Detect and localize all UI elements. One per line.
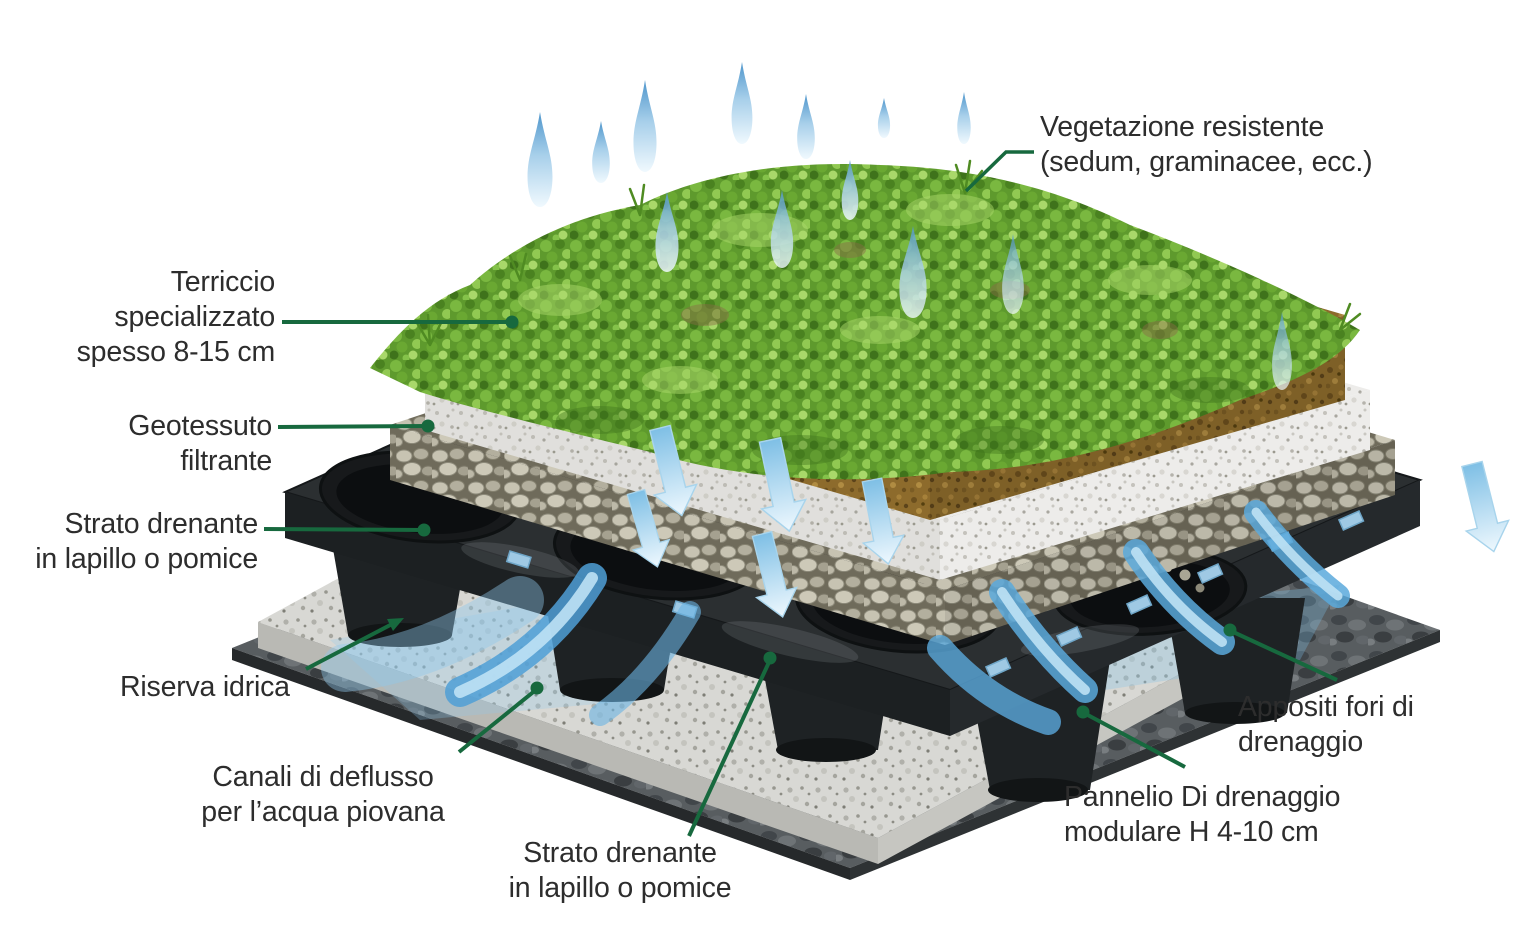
label-runoff-channels: Canali di deflusso per l’acqua piovana xyxy=(201,761,445,828)
raindrop-icon xyxy=(957,92,971,144)
label-water-reserve: Riserva idrica xyxy=(120,671,290,703)
water-down-arrow-icon xyxy=(1450,458,1516,558)
leader-drainage-panel xyxy=(1083,711,1186,769)
raindrop-icon xyxy=(633,80,657,172)
leader-water-reserve xyxy=(305,620,397,671)
label-substrate: Terriccio specializzato spesso 8-15 cm xyxy=(76,266,276,368)
grass-tufts xyxy=(414,159,1362,347)
label-drainage-layer-bottom: Strato drenante in lapillo o pomice xyxy=(508,837,732,904)
raindrop-icon xyxy=(797,94,815,159)
leader-drainage-layer-side xyxy=(263,527,425,532)
raindrop-icon xyxy=(877,98,891,138)
label-drainage-holes: Appositi fori di drenaggio xyxy=(1238,691,1414,758)
leader-dot xyxy=(1223,623,1237,637)
leader-runoff-channels xyxy=(457,687,539,754)
leader-drainage-layer-bottom xyxy=(687,659,772,837)
vegetation-layer xyxy=(370,159,1362,480)
leader-dot xyxy=(763,651,777,665)
leader-arrowhead-icon xyxy=(387,618,404,631)
label-drainage-panel: Pannelio Di drenaggio modulare H 4-10 cm xyxy=(1064,781,1341,848)
leader-drainage-holes xyxy=(1230,629,1338,682)
label-geotextile: Geotessuto filtrante xyxy=(128,410,272,477)
raindrop-icon xyxy=(731,62,753,144)
leader-dot xyxy=(417,523,431,537)
leader-lines xyxy=(263,150,1338,837)
leader-dot xyxy=(421,419,435,433)
leader-vegetation xyxy=(964,150,1034,193)
raindrop-icon xyxy=(592,121,610,183)
raindrop-icon xyxy=(527,112,553,207)
label-drainage-layer-side: Strato drenante in lapillo o pomice xyxy=(35,508,258,575)
leader-dot xyxy=(505,315,519,329)
leader-dot xyxy=(530,681,544,695)
label-vegetation: Vegetazione resistente (sedum, graminace… xyxy=(1040,111,1373,178)
leader-dot xyxy=(1076,705,1090,719)
leader-geotextile xyxy=(277,424,429,429)
water-streams xyxy=(321,500,1350,735)
